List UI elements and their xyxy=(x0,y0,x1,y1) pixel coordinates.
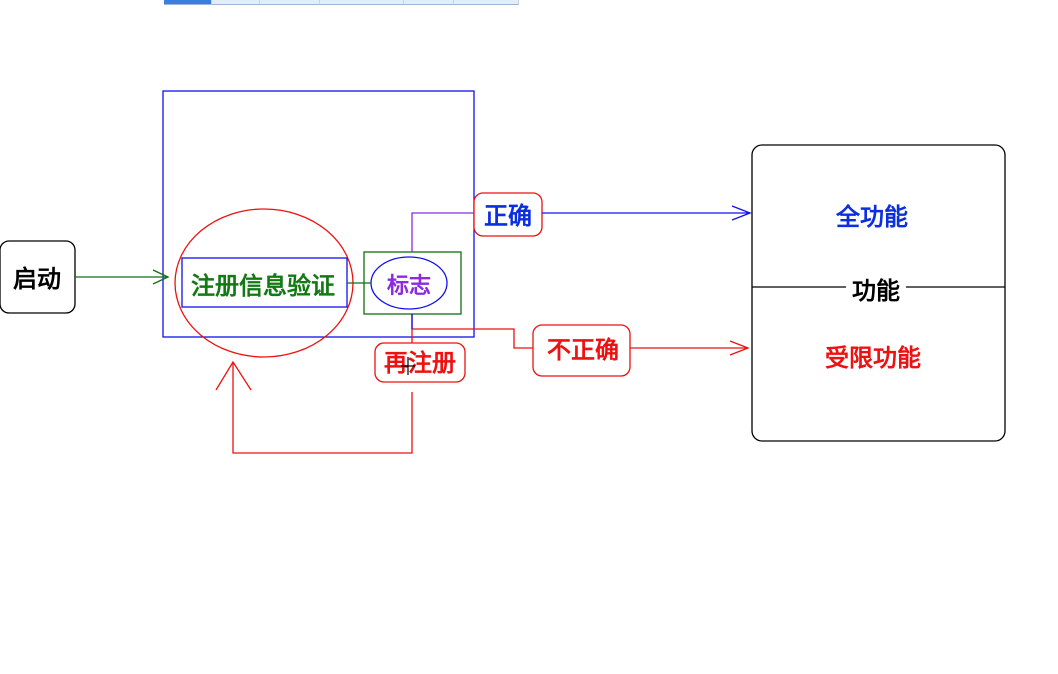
verify-label: 注册信息验证 xyxy=(191,272,335,300)
reregister-label-box[interactable] xyxy=(374,342,466,383)
toolbar-tab[interactable] xyxy=(260,0,320,5)
correct-label-box[interactable] xyxy=(473,192,543,237)
correct-label: 正确 xyxy=(484,202,532,230)
incorrect-label-box[interactable] xyxy=(532,324,631,377)
verification-module-box xyxy=(162,90,475,338)
reregister-arrowhead xyxy=(215,360,252,391)
start-label: 启动 xyxy=(13,265,61,293)
start-arrowhead xyxy=(152,269,170,285)
toolbar-tab-active[interactable] xyxy=(164,0,212,5)
toolbar-tab[interactable] xyxy=(212,0,260,5)
flag-label: 标志 xyxy=(387,273,431,299)
correct-arrowhead xyxy=(731,205,752,221)
full-function-label: 全功能 xyxy=(835,203,908,231)
function-label: 功能 xyxy=(852,277,900,305)
reregister-label: 再注册 xyxy=(384,349,456,377)
toolbar-strip xyxy=(164,0,519,5)
limited-function-label: 受限功能 xyxy=(825,344,921,372)
function-label-bg xyxy=(846,276,906,300)
toolbar-tab[interactable] xyxy=(320,0,404,5)
correct-path-connector xyxy=(411,212,474,252)
reregister-loop-connector xyxy=(232,363,413,454)
incorrect-arrowhead xyxy=(729,340,750,356)
toolbar-tab[interactable] xyxy=(404,0,454,5)
cursor-icon xyxy=(401,357,415,375)
toolbar-tab[interactable] xyxy=(454,0,519,5)
incorrect-label: 不正确 xyxy=(547,336,619,364)
